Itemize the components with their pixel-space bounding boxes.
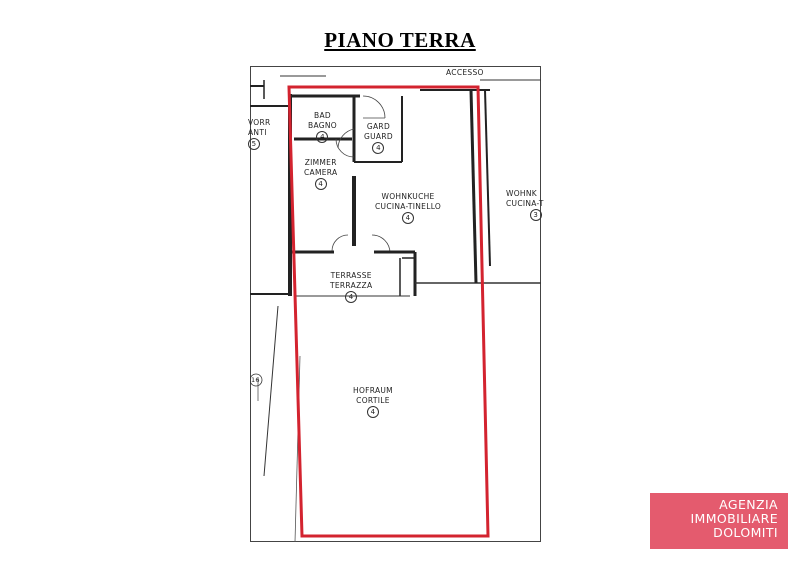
room-kitchen: WOHNKUCHE CUCINA-TINELLO 4 [375,192,441,224]
room-bathroom: BAD BAGNO 4 [308,111,337,143]
room-wardrobe-de: GARD [366,122,391,131]
room-wardrobe-it: GUARD [364,132,393,141]
floor-plan-drawing [250,66,541,542]
room-courtyard-number: 4 [366,406,379,418]
accesso-label: ACCESSO [446,68,484,77]
room-terrace-number: 4 [345,291,358,303]
room-bedroom-it: CAMERA [304,168,338,177]
room-terrace-it: TERRAZZA [330,281,373,290]
agency-logo-line3: DOLOMITI [713,525,778,540]
room-terrace-de: TERRASSE [330,271,372,280]
floor-plan: ACCESSO BAD BAGNO 4 GARD GUARD 4 ZIMMER … [248,66,544,542]
neighbor-right-it: CUCINA-T [506,199,544,208]
room-bathroom-it: BAGNO [308,121,337,130]
agency-logo-line1: AGENZIA [719,497,778,512]
room-kitchen-de: WOHNKUCHE [381,192,435,201]
room-courtyard: HOFRAUM CORTILE 4 [353,386,393,418]
room-bathroom-number: 4 [316,131,329,143]
neighbor-bottom-badge [250,373,263,387]
room-bathroom-de: BAD [314,111,331,120]
room-wardrobe: GARD GUARD 4 [364,122,393,154]
neighbor-left-it: ANTI [248,128,267,137]
neighbor-right-number: 3 [529,209,542,221]
neighbor-right-de: WOHNK [506,189,537,198]
neighbor-left: VORR ANTI 5 [248,118,271,150]
property-boundary [287,85,490,538]
neighbor-bottom-number: 16 [251,376,260,384]
neighbor-left-de: VORR [248,118,271,127]
room-courtyard-de: HOFRAUM [353,386,393,395]
room-bedroom-number: 4 [314,178,327,190]
neighbor-left-number: 5 [248,138,260,150]
room-kitchen-it: CUCINA-TINELLO [375,202,442,211]
room-kitchen-number: 4 [402,212,415,224]
agency-logo-line2: IMMOBILIARE [690,511,778,526]
room-courtyard-it: CORTILE [356,396,390,405]
agency-logo: AGENZIA IMMOBILIARE DOLOMITI [650,493,788,549]
page-title: PIANO TERRA [324,28,476,52]
room-wardrobe-number: 4 [372,142,385,154]
room-terrace: TERRASSE TERRAZZA 4 [330,271,372,303]
neighbor-right: WOHNK CUCINA-T 3 [506,189,544,221]
plan-frame [250,66,541,542]
room-bedroom-de: ZIMMER [304,158,337,167]
room-bedroom: ZIMMER CAMERA 4 [304,158,337,190]
